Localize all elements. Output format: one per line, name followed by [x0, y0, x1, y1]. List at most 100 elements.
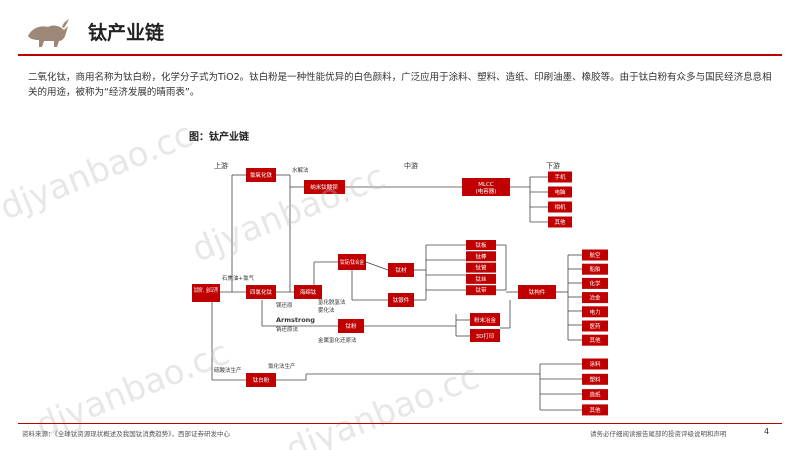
label-atomize: 雾化法 [318, 306, 335, 314]
box-ticl4: 四氯化钛 [246, 285, 276, 299]
box-tio2-label: 钛白粉 [253, 376, 270, 384]
box-ingot: 钛锭/钛合金 [338, 254, 366, 270]
application-box: 其他 [582, 334, 608, 346]
box-nanotitanate-label: 纳米钛酸钡 [310, 183, 338, 191]
application-box: 船舶 [582, 263, 608, 275]
label-na-reduce: 钠还原法 [276, 325, 299, 333]
box-material: 钛材 [388, 263, 414, 277]
watermark-text: djyanbao.cc [0, 115, 199, 229]
box-raw-label: 钛铁矿、金红石等 [194, 286, 218, 294]
pigment-output-box-label: 涂料 [589, 360, 601, 368]
stage-upstream: 上游 [214, 161, 228, 170]
mlcc-output-box: 相机 [548, 201, 572, 213]
mlcc-output-box: 手机 [548, 171, 572, 183]
box-structures: 钛构件 [518, 285, 556, 299]
box-sponge: 海绵钛 [294, 285, 322, 299]
application-box-label: 航空 [589, 251, 601, 259]
product-box: 钛板 [466, 240, 496, 250]
product-box: 钛丝 [466, 273, 496, 284]
stage-midstream: 中游 [404, 161, 418, 170]
watermark-text: djyanbao.cc [280, 357, 484, 450]
disclaimer-note: 请务必仔细阅读报告尾部的投资评级说明和声明 [590, 430, 727, 438]
application-box: 航空 [582, 249, 608, 261]
box-material-label: 钛材 [395, 266, 407, 274]
application-box-label: 其他 [589, 336, 601, 344]
application-box-label: 冶金 [589, 294, 601, 302]
mlcc-output-box: 电脑 [548, 186, 572, 198]
product-box: 钛棒 [466, 251, 496, 262]
stage-downstream: 下游 [546, 161, 560, 170]
box-alkoxide-label: 氯氧化铁 [250, 171, 273, 179]
box-print3d-label: 3D打印 [476, 332, 495, 340]
application-box-label: 医药 [589, 322, 601, 330]
intro-paragraph: 二氧化钛，商用名称为钛白粉，化学分子式为TiO2。钛白粉是一种性能优异的白色颜料… [28, 72, 772, 98]
product-box-label: 钛丝 [475, 275, 487, 283]
label-hydride: 氢化脱氢法 [318, 298, 346, 306]
header-divider [18, 54, 782, 56]
pigment-output-box: 造纸 [582, 389, 608, 401]
page-title: 钛产业链 [88, 22, 165, 44]
pigment-output-box-label: 造纸 [589, 391, 601, 399]
box-tio2: 钛白粉 [246, 373, 276, 387]
mlcc-output-box-label: 其他 [554, 218, 566, 226]
pigment-output-box: 涂料 [582, 358, 608, 370]
source-note: 资料来源：《全球钛资源现状概述及我国钛消费趋势》，西部证券研发中心 [22, 430, 230, 438]
pigment-output-box-label: 塑料 [589, 375, 601, 383]
pigment-output-box-label: 其他 [589, 406, 601, 414]
product-box-label: 钛板 [475, 241, 487, 249]
label-hydrolysis: 水解法 [292, 166, 309, 174]
box-ticl4-label: 四氯化钛 [250, 288, 273, 296]
mlcc-output-box-label: 电脑 [554, 188, 566, 196]
application-box-label: 船舶 [589, 265, 600, 273]
product-box: 钛管 [466, 262, 496, 273]
box-nanotitanate: 纳米钛酸钡 [304, 180, 345, 194]
label-petro: 石焦油+氯气 [222, 274, 255, 282]
box-raw: 钛铁矿、金红石等 [192, 284, 220, 302]
application-box: 冶金 [582, 292, 608, 304]
label-metallo: 金属氢化还原法 [318, 336, 357, 344]
bull-logo [28, 19, 69, 47]
box-parts-label: 钛锻件 [393, 296, 410, 304]
box-mlcc-sub: (电容器) [476, 187, 497, 195]
application-box-label: 电力 [589, 308, 600, 316]
pigment-output-box: 其他 [582, 404, 608, 416]
box-powder-label: 钛粉 [345, 322, 357, 330]
box-mlcc-label: MLCC [478, 182, 494, 188]
label-mg-reduce: 镁还原 [276, 301, 293, 309]
label-armstrong: Armstrong [276, 316, 315, 324]
footer-divider [18, 423, 782, 424]
product-box-label: 钛棒 [475, 252, 487, 260]
box-structures-label: 钛构件 [529, 288, 546, 296]
box-sponge-label: 海绵钛 [300, 288, 317, 296]
box-ingot-label: 钛锭/钛合金 [340, 258, 364, 266]
box-parts: 钛锻件 [388, 293, 414, 307]
label-sulfuric: 硫酸法生产 [214, 366, 242, 374]
product-box: 钛带 [466, 285, 496, 296]
box-alkoxide: 氯氧化铁 [246, 168, 276, 182]
pigment-output-box: 塑料 [582, 373, 608, 385]
application-box-label: 化学 [589, 279, 601, 287]
box-mlcc: MLCC (电容器) [462, 178, 510, 196]
page-number: 4 [764, 427, 770, 436]
product-box-label: 钛管 [475, 264, 487, 272]
product-box-label: 钛带 [475, 286, 487, 294]
watermark-text: djyanbao.cc [186, 157, 390, 271]
mlcc-output-box-label: 手机 [554, 173, 566, 181]
box-powdermetal-label: 粉末冶金 [474, 316, 497, 324]
label-chlorination: 氯化法生产 [268, 362, 296, 370]
mlcc-output-box: 其他 [548, 216, 572, 228]
figure-title: 图：钛产业链 [189, 132, 249, 143]
mlcc-output-box-label: 相机 [554, 203, 566, 211]
box-print3d: 3D打印 [470, 329, 500, 342]
application-box: 医药 [582, 320, 608, 332]
box-powdermetal: 粉末冶金 [470, 313, 500, 326]
application-box: 电力 [582, 306, 608, 318]
application-box: 化学 [582, 277, 608, 289]
connector-lines [211, 174, 582, 411]
box-powder: 钛粉 [338, 319, 364, 333]
